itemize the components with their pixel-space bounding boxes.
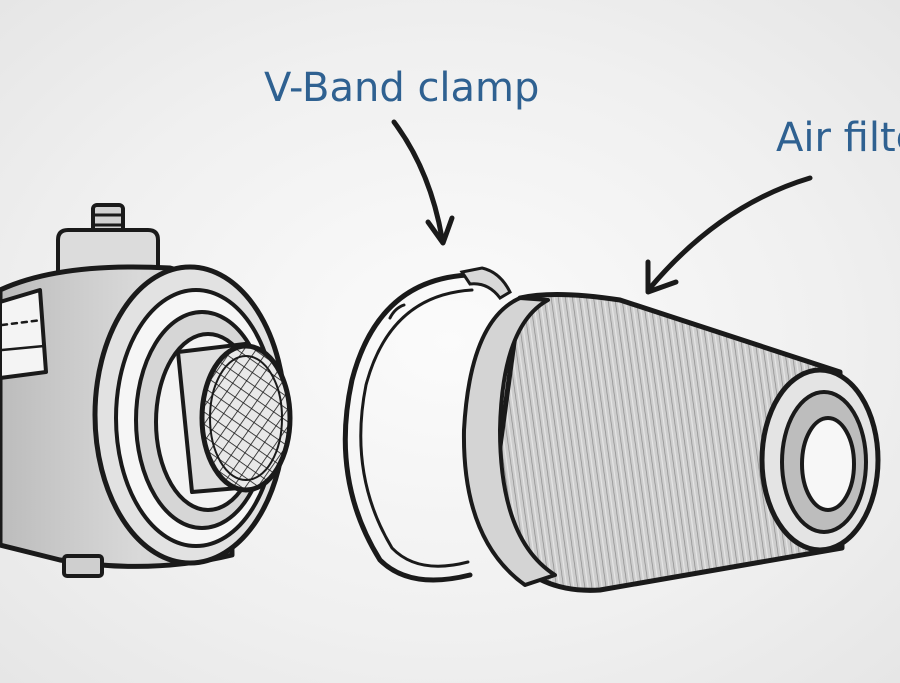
outlet-mesh — [199, 343, 293, 493]
filter-inlet-rim — [461, 296, 557, 587]
housing-label-plate — [0, 288, 48, 380]
housing-nozzle — [56, 203, 160, 274]
v-band-clamp — [342, 266, 512, 583]
clamp-callout-label: V-Band clamp — [264, 65, 540, 111]
intake-housing — [0, 203, 293, 578]
housing-bolt — [62, 554, 104, 578]
filter-callout-label: Air filte — [776, 115, 900, 161]
clamp-latch — [459, 266, 512, 300]
clamp-pointer-arrow — [391, 119, 455, 246]
cone-air-filter — [461, 291, 881, 593]
filter-pointer-arrow — [645, 175, 813, 295]
